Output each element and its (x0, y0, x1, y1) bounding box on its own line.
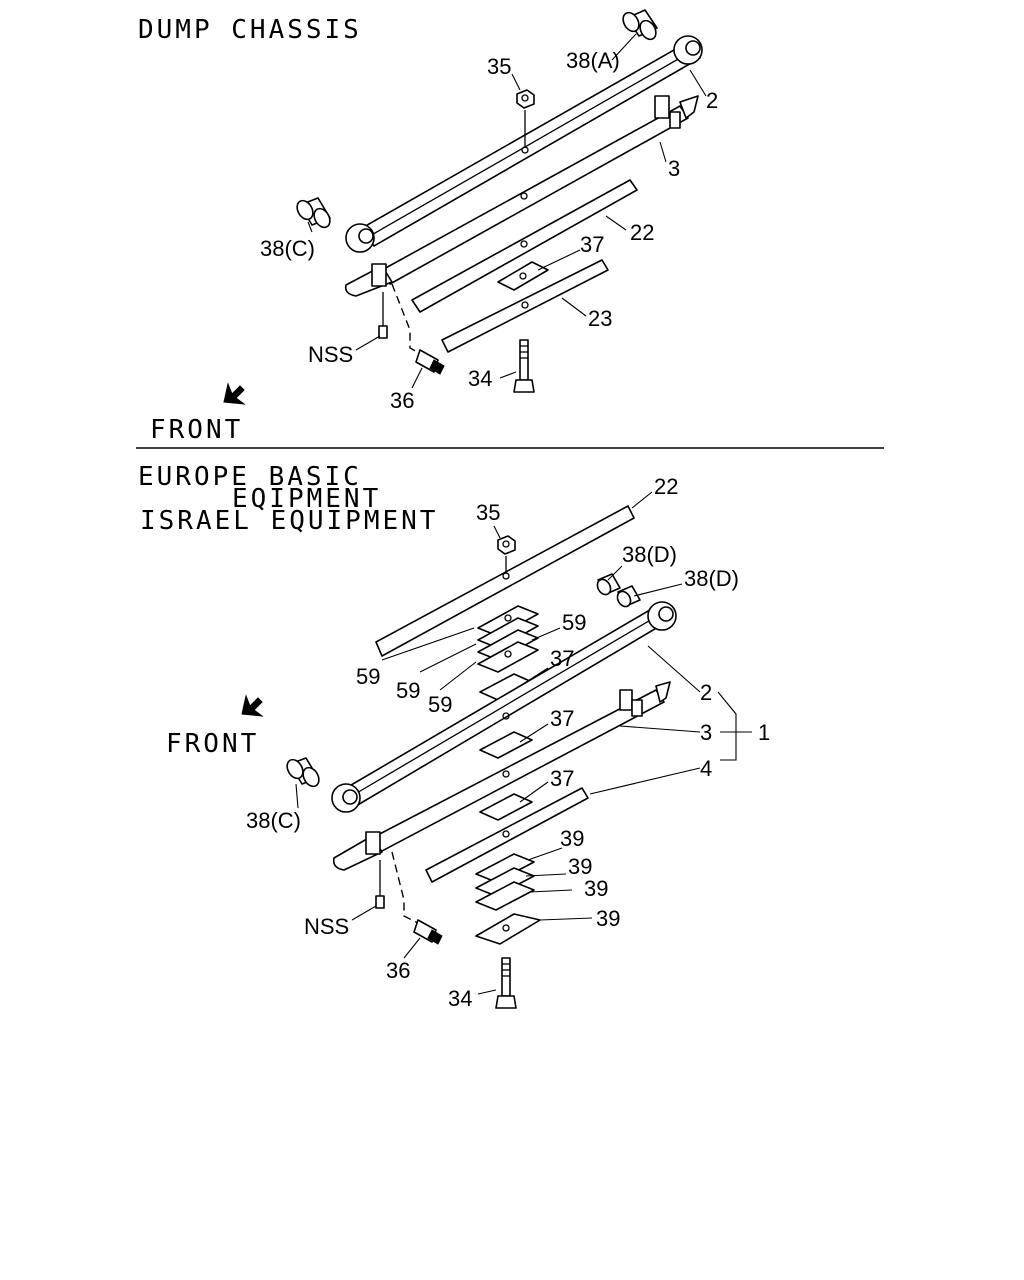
bolt-36 (391, 283, 445, 375)
pad-37-lower (479, 793, 533, 821)
callout-36: 36 (390, 388, 414, 413)
bushing-38c (286, 757, 320, 788)
bushing-38c (296, 197, 331, 229)
shims-59 (477, 605, 539, 673)
bolt-34 (513, 339, 535, 393)
callout-2: 2 (700, 680, 712, 705)
callout-39-b: 39 (568, 854, 592, 879)
main-leaf-2 (331, 601, 677, 813)
callout-59-a: 59 (562, 610, 586, 635)
callout-22: 22 (630, 220, 654, 245)
dump-chassis-title: DUMP CHASSIS (138, 15, 362, 45)
nss-bolt (375, 860, 385, 909)
callout-39-d: 39 (596, 906, 620, 931)
callout-37-c: 37 (550, 766, 574, 791)
second-leaf-3 (332, 681, 671, 871)
callout-59-b: 59 (356, 664, 380, 689)
bolt-34 (495, 957, 517, 1009)
leaf-23 (441, 259, 609, 353)
callout-22: 22 (654, 474, 678, 499)
callout-37: 37 (580, 232, 604, 257)
callout-59-c: 59 (396, 678, 420, 703)
callout-nss: NSS (304, 914, 349, 939)
dump-front-label: FRONT (150, 415, 243, 445)
callout-38c: 38(C) (246, 808, 301, 833)
callout-23: 23 (588, 306, 612, 331)
callout-39-c: 39 (584, 876, 608, 901)
europe-leader-lines (295, 491, 752, 995)
callout-38d-2: 38(D) (684, 566, 739, 591)
callout-39-a: 39 (560, 826, 584, 851)
europe-title-line3: ISRAEL EQUIPMENT (140, 506, 438, 536)
callout-35: 35 (487, 54, 511, 79)
front-arrow-icon (223, 382, 246, 405)
callout-4: 4 (700, 756, 712, 781)
nut-35 (497, 535, 516, 574)
callout-37-b: 37 (550, 706, 574, 731)
europe-title-line2: EQIPMENT (232, 484, 381, 514)
callout-59-d: 59 (428, 692, 452, 717)
pad-37 (497, 261, 549, 291)
nut-35 (516, 89, 535, 154)
front-arrow-icon (241, 694, 264, 717)
callout-35: 35 (476, 500, 500, 525)
dump-chassis-section: DUMP CHASSIS (138, 9, 718, 445)
pad-37-middle (479, 731, 533, 759)
callout-36: 36 (386, 958, 410, 983)
europe-title-line1: EUROPE BASIC (138, 462, 362, 492)
callout-34: 34 (448, 986, 472, 1011)
europe-israel-section: EUROPE BASIC EQIPMENT ISRAEL EQUIPMENT (138, 462, 770, 1011)
second-leaf-3 (344, 95, 699, 297)
callout-nss: NSS (308, 342, 353, 367)
callout-2: 2 (706, 88, 718, 113)
callout-37-a: 37 (550, 646, 574, 671)
leaf-22 (411, 179, 638, 313)
leaf-4 (425, 787, 589, 883)
callout-38a: 38(A) (566, 48, 620, 73)
dump-leader-lines (307, 33, 707, 389)
callout-34: 34 (468, 366, 492, 391)
main-leaf-2 (345, 35, 703, 253)
bushing-38a (622, 9, 658, 41)
callout-3: 3 (700, 720, 712, 745)
callout-38c: 38(C) (260, 236, 315, 261)
callout-3: 3 (668, 156, 680, 181)
nss-bolt (378, 292, 388, 339)
europe-front-label: FRONT (166, 729, 259, 759)
callout-1: 1 (758, 720, 770, 745)
bushings-38d (596, 573, 641, 608)
shims-39 (475, 853, 541, 945)
callout-38d-1: 38(D) (622, 542, 677, 567)
bolt-36 (391, 851, 443, 945)
